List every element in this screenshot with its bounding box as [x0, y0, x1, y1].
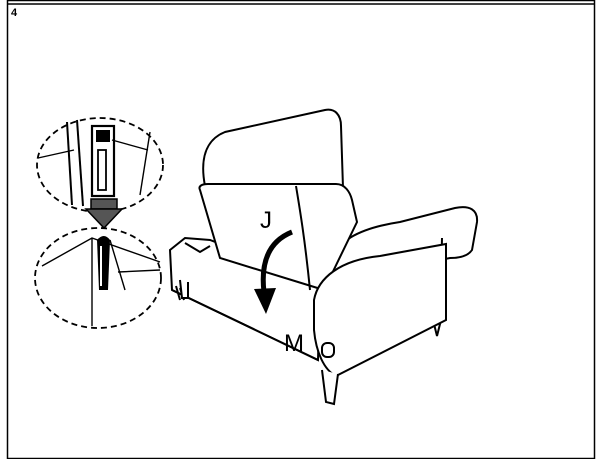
detail-bottom-circle [34, 227, 162, 329]
step-number: 4 [11, 7, 18, 19]
sofa-back-leg [179, 279, 189, 299]
down-arrow-icon [84, 198, 124, 230]
callout-j-label: J [260, 207, 272, 234]
detail-top-circle [36, 117, 164, 213]
sofa-left-armrest-front [313, 242, 447, 406]
curved-down-arrow-icon [254, 229, 294, 314]
callout-m-label: M [284, 330, 304, 357]
sofa-headrest [202, 108, 345, 190]
